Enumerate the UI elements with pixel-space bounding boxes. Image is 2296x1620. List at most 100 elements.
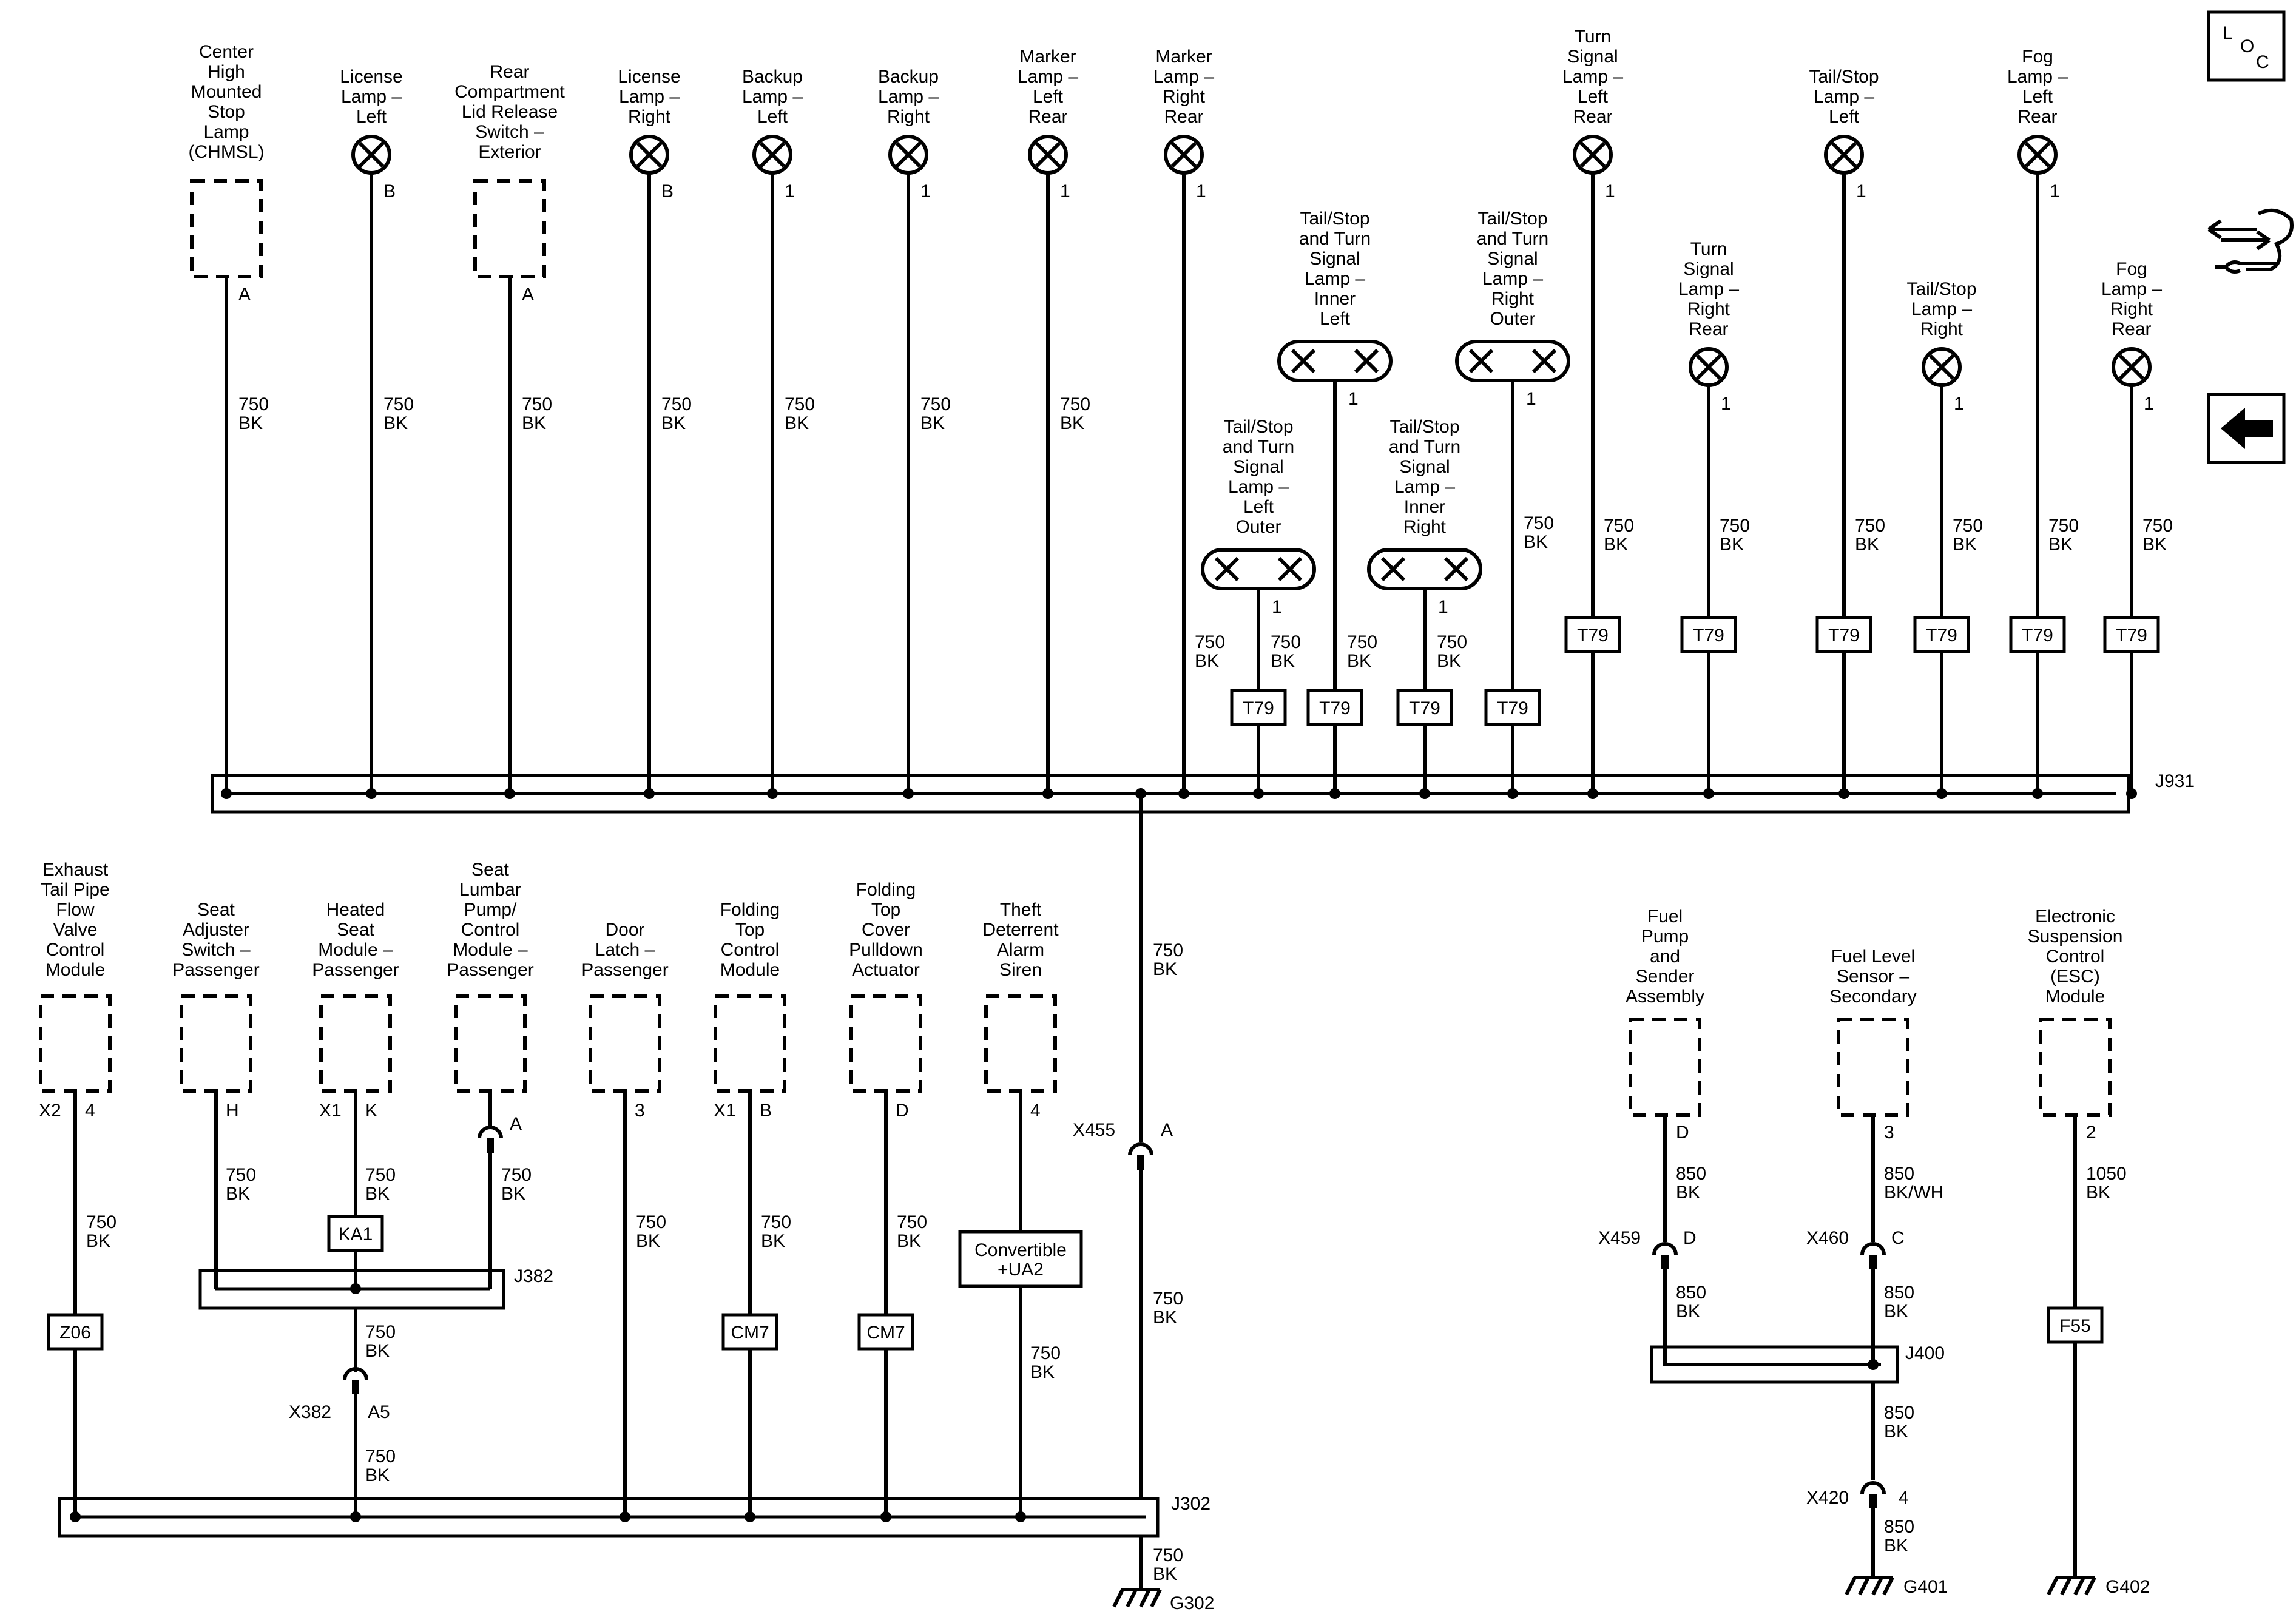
component-name-line: Mounted [191, 82, 262, 102]
pin-label: 1 [1605, 181, 1615, 201]
component-name-line: Exterior [478, 142, 541, 162]
lamp-icon [1573, 135, 1613, 175]
splice-pack-j400: J400 [1650, 1343, 1945, 1384]
pin-label: 3 [635, 1101, 645, 1121]
module-dashed-outline [984, 994, 1057, 1093]
component-name-line: Right [1403, 517, 1447, 537]
x455-label: X455 [1073, 1120, 1115, 1140]
wire-color: BK [1720, 535, 1744, 555]
ground-g402-icon [2047, 1576, 2096, 1596]
x382-out-gauge: 750 [365, 1446, 396, 1466]
lamp-icon [351, 135, 391, 175]
loc-letter-o: O [2240, 36, 2254, 56]
lamp-icon [2017, 135, 2058, 175]
component-name-line: Lamp – [1228, 477, 1289, 497]
wire-gauge: 750 [226, 1165, 256, 1185]
component-name-line: Backup [742, 67, 803, 87]
dual-filament-lamp-icon [1201, 548, 1316, 590]
module-dashed-outline [849, 994, 922, 1093]
loc-letter-c: C [2256, 52, 2269, 72]
lamp-icon [1824, 135, 1864, 175]
component-name-line: and Turn [1223, 437, 1294, 457]
component-name-line: Lamp – [1394, 477, 1455, 497]
pin-label: A [510, 1114, 522, 1134]
pin-label: 1 [2144, 394, 2154, 414]
back-arrow-icon[interactable] [2207, 393, 2286, 464]
inline-connector [1860, 1242, 1886, 1269]
x382-inline-connector [343, 1367, 368, 1394]
component-name-line: Electronic [2035, 906, 2115, 926]
wire-gauge: 750 [1030, 1343, 1061, 1363]
j931-label: J931 [2155, 771, 2195, 791]
junction-dot [745, 1511, 755, 1522]
pin-label: B [760, 1101, 772, 1121]
component-name-line: Module [46, 960, 105, 980]
pin-label: 1 [1526, 389, 1536, 409]
splice-pack-j382: J382 [198, 1266, 553, 1310]
loc-icon[interactable]: L O C [2207, 10, 2286, 82]
component-name-line: and [1650, 947, 1680, 967]
junction-dot [70, 1511, 81, 1522]
component-name-line: Right [1687, 299, 1730, 319]
inline-connector [1652, 1242, 1678, 1269]
component-name-line: Marker [1019, 47, 1076, 67]
component-name-line: and Turn [1477, 229, 1548, 249]
component-name-line: High [208, 62, 245, 82]
wire-gauge: 750 [2048, 516, 2079, 536]
j382-label: J382 [514, 1266, 553, 1286]
component-name-line: Secondary [1829, 987, 1916, 1007]
component-name-line: Seat [471, 860, 509, 880]
component-name-line: Top [735, 920, 765, 940]
x382-pin: A5 [368, 1402, 390, 1422]
j400-out-gauge: 850 [1884, 1403, 1914, 1423]
component-name-line: Passenger [581, 960, 668, 980]
option-box: T79 [1815, 616, 1872, 653]
component-name-line: Lamp – [1482, 269, 1543, 289]
lamp-icon [1922, 347, 1962, 387]
component-name-line: Left [1033, 87, 1064, 107]
component-name-line: Folding [720, 900, 780, 920]
wire-gauge: 750 [920, 394, 951, 414]
component-name-line: (ESC) [2050, 967, 2100, 987]
wire-out-color: BK [1884, 1301, 1908, 1321]
lamp-icon [1028, 135, 1068, 175]
component-name-line: Signal [1309, 249, 1360, 269]
pin-label: 1 [1272, 597, 1282, 617]
component-name-line: Inner [1314, 289, 1356, 309]
option-box: KA1 [327, 1215, 384, 1252]
wire-color: BK [1437, 651, 1461, 671]
wire-gauge: 1050 [2086, 1164, 2127, 1184]
component-name-line: Lumbar [459, 880, 521, 900]
module-dashed-outline [473, 179, 546, 278]
wire-color: BK [2086, 1183, 2110, 1203]
component-name-line: Signal [1487, 249, 1538, 269]
pin-label: 1 [785, 181, 795, 201]
j400-out-color: BK [1884, 1422, 1908, 1442]
option-box: T79 [2103, 616, 2160, 653]
x455-color: BK [1153, 1308, 1177, 1328]
component-name-line: Lamp – [1018, 67, 1078, 87]
x420-inline-connector [1860, 1481, 1886, 1508]
wire-gauge: 750 [86, 1212, 116, 1232]
wire-gauge: 750 [2142, 516, 2173, 536]
component-name-line: Right [887, 107, 930, 127]
pin-label: D [896, 1101, 909, 1121]
wire-color: BK [522, 413, 546, 433]
wire-gauge: 750 [365, 1165, 396, 1185]
wire-gauge: 750 [897, 1212, 927, 1232]
component-name-line: Tail/Stop [1477, 209, 1547, 229]
pin-label: 1 [1438, 597, 1448, 617]
component-name-line: Lamp – [2101, 279, 2162, 299]
component-name-line: Module [720, 960, 780, 980]
module-dashed-outline [39, 994, 112, 1093]
component-name-line: Left [1243, 497, 1274, 517]
connector-view-icon[interactable] [2207, 208, 2294, 274]
option-box: T79 [1306, 689, 1363, 726]
